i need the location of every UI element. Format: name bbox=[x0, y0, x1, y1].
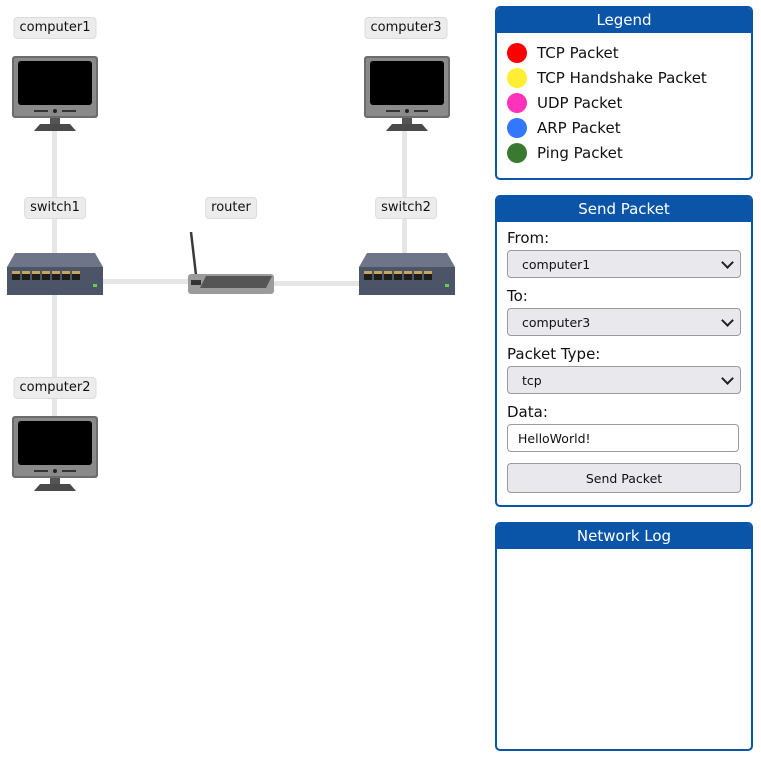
chevron-down-icon bbox=[721, 371, 734, 385]
legend-item-tcp-handshake: TCP Handshake Packet bbox=[507, 65, 751, 90]
node-label-switch1: switch1 bbox=[24, 197, 86, 219]
legend-item-tcp: TCP Packet bbox=[507, 40, 751, 65]
packet-type-select[interactable]: tcp bbox=[507, 366, 741, 394]
packet-type-select-value: tcp bbox=[522, 372, 542, 388]
computer2-node[interactable] bbox=[12, 416, 98, 496]
network-log-body[interactable] bbox=[497, 549, 751, 749]
chevron-down-icon bbox=[721, 313, 734, 327]
node-label-router: router bbox=[205, 197, 257, 219]
legend-panel: Legend TCP Packet TCP Handshake Packet U… bbox=[495, 6, 753, 180]
from-select[interactable]: computer1 bbox=[507, 250, 741, 278]
computer3-node[interactable] bbox=[364, 56, 450, 136]
node-label-computer3: computer3 bbox=[364, 17, 448, 39]
legend-item-arp: ARP Packet bbox=[507, 115, 751, 140]
data-input[interactable]: HelloWorld! bbox=[507, 424, 739, 452]
legend-list: TCP Packet TCP Handshake Packet UDP Pack… bbox=[497, 33, 751, 165]
legend-label: Ping Packet bbox=[537, 143, 623, 162]
node-label-computer1: computer1 bbox=[13, 17, 97, 39]
link-router-switch2 bbox=[272, 281, 364, 286]
packet-type-label: Packet Type: bbox=[507, 345, 601, 363]
send-packet-form: From: computer1 To: computer3 Packet Typ… bbox=[497, 222, 751, 493]
switch-icon bbox=[359, 253, 455, 295]
from-select-value: computer1 bbox=[522, 256, 591, 272]
chevron-down-icon bbox=[721, 255, 734, 269]
link-switch1-computer2 bbox=[52, 295, 57, 420]
computer1-node[interactable] bbox=[12, 56, 98, 136]
node-label-computer2: computer2 bbox=[13, 377, 97, 399]
from-label: From: bbox=[507, 229, 550, 247]
tcp-packet-color-icon bbox=[507, 42, 527, 63]
switch-icon bbox=[7, 253, 103, 295]
to-select[interactable]: computer3 bbox=[507, 308, 741, 336]
computer-icon bbox=[12, 56, 98, 131]
switch2-node[interactable] bbox=[359, 253, 455, 299]
legend-label: TCP Handshake Packet bbox=[537, 68, 707, 87]
legend-item-udp: UDP Packet bbox=[507, 90, 751, 115]
legend-label: UDP Packet bbox=[537, 93, 623, 112]
network-log-title: Network Log bbox=[497, 524, 751, 549]
link-switch2-computer3 bbox=[402, 128, 407, 256]
router-node[interactable] bbox=[186, 230, 276, 302]
link-switch1-router bbox=[100, 279, 192, 284]
network-log-panel: Network Log bbox=[495, 522, 753, 751]
tcp-handshake-packet-color-icon bbox=[507, 67, 527, 88]
udp-packet-color-icon bbox=[507, 92, 527, 113]
link-computer1-switch1 bbox=[52, 128, 57, 256]
legend-item-ping: Ping Packet bbox=[507, 140, 751, 165]
switch1-node[interactable] bbox=[7, 253, 103, 299]
send-packet-button[interactable]: Send Packet bbox=[507, 463, 741, 493]
legend-title: Legend bbox=[497, 8, 751, 33]
router-icon bbox=[188, 231, 274, 294]
send-packet-title: Send Packet bbox=[497, 197, 751, 222]
node-label-switch2: switch2 bbox=[375, 197, 437, 219]
send-packet-panel: Send Packet From: computer1 To: computer… bbox=[495, 195, 753, 507]
network-canvas[interactable]: computer1 computer3 computer2 bbox=[0, 0, 490, 757]
ping-packet-color-icon bbox=[507, 142, 527, 163]
computer-icon bbox=[364, 56, 450, 131]
arp-packet-color-icon bbox=[507, 117, 527, 138]
legend-label: TCP Packet bbox=[537, 43, 619, 62]
legend-label: ARP Packet bbox=[537, 118, 621, 137]
data-label: Data: bbox=[507, 403, 548, 421]
to-select-value: computer3 bbox=[522, 314, 591, 330]
computer-icon bbox=[12, 416, 98, 491]
to-label: To: bbox=[507, 287, 528, 305]
